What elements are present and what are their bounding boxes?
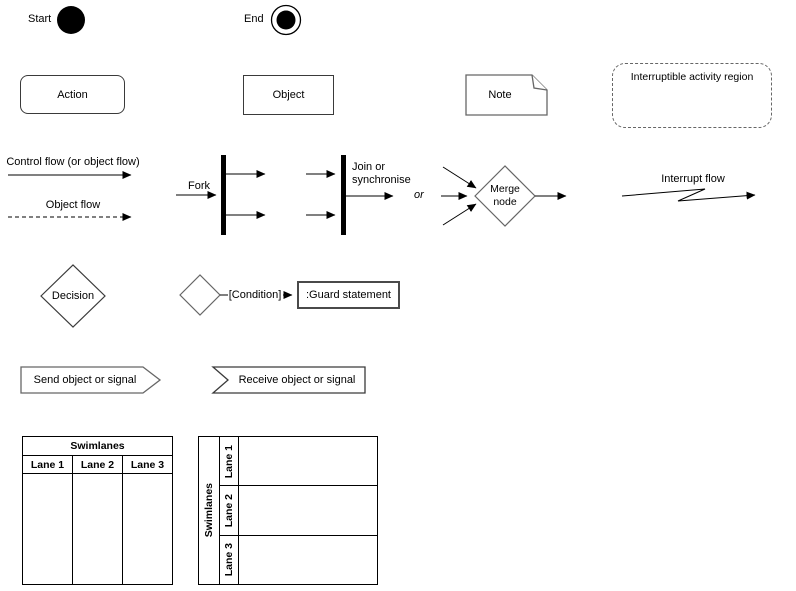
merge-label: Merge node	[490, 183, 520, 208]
end-node-outer-ring-icon	[270, 4, 302, 36]
swimlanes-vertical-headers: Lane 1 Lane 2 Lane 3	[23, 456, 172, 474]
control-flow-label: Control flow (or object flow)	[6, 156, 140, 168]
join-bar	[341, 155, 346, 235]
note-folded-corner-icon	[531, 74, 548, 91]
merge-incoming-arrow-top	[442, 166, 477, 189]
object-flow-label: Object flow	[45, 199, 101, 211]
condition-label: [Condition]	[228, 289, 282, 301]
or-label: or	[414, 189, 424, 201]
swimlane-vertical-lane1-label: Lane 1	[23, 456, 73, 473]
start-node-icon	[57, 6, 85, 34]
swimlane-horizontal-row-3: Lane 3	[220, 535, 377, 584]
swimlane-vertical-lane2-label: Lane 2	[73, 456, 123, 473]
guard-statement-box: :Guard statement	[297, 281, 400, 309]
swimlane-horizontal-lane3-body	[239, 536, 377, 584]
swimlanes-vertical-title: Swimlanes	[23, 437, 172, 456]
end-node-inner-dot-icon	[276, 10, 296, 30]
guard-statement-label: :Guard statement	[306, 289, 391, 301]
swimlane-vertical-lane3-label: Lane 3	[130, 458, 165, 471]
interrupt-flow-label: Interrupt flow	[661, 173, 725, 185]
swimlane-horizontal-lane1-label: Lane 1	[223, 444, 235, 478]
send-signal-shape	[20, 366, 162, 394]
fork-bar	[221, 155, 226, 235]
swimlane-horizontal-lane2-body	[239, 486, 377, 534]
merge-incoming-arrow-bottom	[442, 203, 477, 226]
swimlanes-horizontal-title: Swimlanes	[199, 437, 220, 584]
receive-signal-shape	[211, 366, 366, 394]
swimlanes-horizontal-rows: Lane 1 Lane 2 Lane 3	[220, 437, 377, 584]
interruptible-activity-region-label: Interruptible activity region	[630, 71, 754, 83]
start-label: Start	[28, 13, 52, 25]
swimlane-horizontal-lane2-header: Lane 2	[220, 486, 239, 535]
condition-diamond-shape	[179, 274, 221, 316]
join-label: Join or synchronise	[352, 161, 411, 187]
action-label: Action	[57, 88, 88, 101]
interrupt-flow-arrow	[621, 188, 756, 202]
end-label: End	[244, 13, 264, 25]
swimlane-horizontal-lane1-body	[239, 437, 377, 485]
object-label: Object	[272, 89, 305, 101]
action-node: Action	[20, 75, 125, 114]
note-label: Note	[488, 89, 512, 101]
decision-diamond-shape	[40, 264, 106, 328]
interruptible-activity-region: Interruptible activity region	[612, 63, 772, 128]
swimlane-horizontal-lane3-label: Lane 3	[223, 543, 235, 577]
swimlanes-vertical-body	[23, 474, 172, 584]
swimlane-vertical-lane1-body	[23, 474, 73, 584]
swimlane-horizontal-lane3-header: Lane 3	[220, 535, 239, 584]
note-shape	[465, 74, 548, 116]
swimlanes-horizontal-title-label: Swimlanes	[203, 483, 215, 538]
send-signal-label: Send object or signal	[33, 374, 137, 386]
swimlane-horizontal-row-2: Lane 2	[220, 486, 377, 536]
receive-signal-label: Receive object or signal	[238, 374, 356, 386]
swimlane-horizontal-lane2-label: Lane 2	[223, 493, 235, 528]
swimlane-vertical-lane3-body	[123, 474, 172, 584]
fork-label: Fork	[188, 180, 210, 192]
decision-label: Decision	[51, 290, 95, 302]
object-node: Object	[243, 75, 334, 115]
swimlane-horizontal-lane1-header: Lane 1	[220, 437, 239, 486]
swimlanes-vertical-table: Swimlanes Lane 1 Lane 2 Lane 3	[22, 436, 173, 585]
swimlane-vertical-lane2-body	[73, 474, 123, 584]
swimlane-horizontal-row-1: Lane 1	[220, 437, 377, 487]
swimlanes-horizontal-table: Swimlanes Lane 1 Lane 2 Lane 3	[198, 436, 378, 585]
